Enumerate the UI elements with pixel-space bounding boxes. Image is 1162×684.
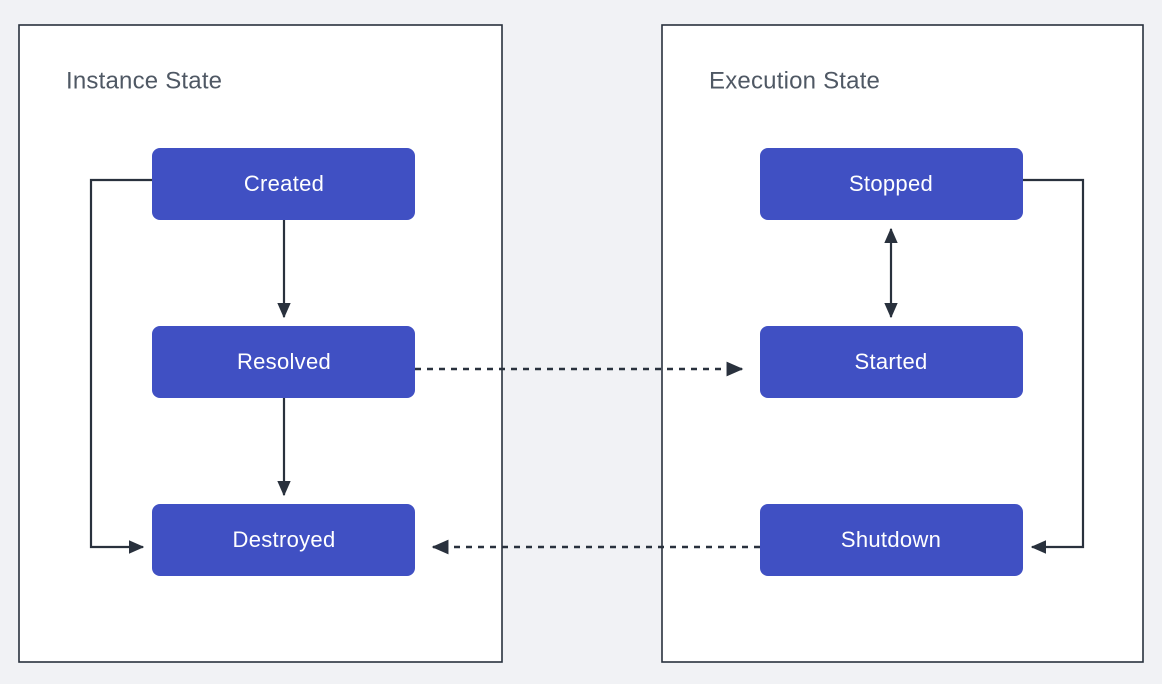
edge-layer xyxy=(89,178,1085,555)
node-shutdown[interactable]: Shutdown xyxy=(760,504,1023,576)
node-created[interactable]: Created xyxy=(152,148,415,220)
node-resolved-box[interactable] xyxy=(152,326,415,398)
edge-stopped-to-shutdown xyxy=(1023,178,1085,554)
node-resolved-label: Resolved xyxy=(237,349,331,374)
node-stopped-box[interactable] xyxy=(760,148,1023,220)
node-created-box[interactable] xyxy=(152,148,415,220)
node-started[interactable]: Started xyxy=(760,326,1023,398)
node-destroyed-box[interactable] xyxy=(152,504,415,576)
node-shutdown-box[interactable] xyxy=(760,504,1023,576)
node-stopped[interactable]: Stopped xyxy=(760,148,1023,220)
node-started-label: Started xyxy=(854,349,927,374)
node-created-label: Created xyxy=(244,171,324,196)
edge-created-to-destroyed xyxy=(89,178,152,554)
node-destroyed[interactable]: Destroyed xyxy=(152,504,415,576)
node-shutdown-label: Shutdown xyxy=(841,527,941,552)
node-started-box[interactable] xyxy=(760,326,1023,398)
node-stopped-label: Stopped xyxy=(849,171,933,196)
node-destroyed-label: Destroyed xyxy=(233,527,336,552)
node-resolved[interactable]: Resolved xyxy=(152,326,415,398)
panel-execution-state-title: Execution State xyxy=(709,67,880,94)
panel-instance-state-title: Instance State xyxy=(66,67,222,94)
